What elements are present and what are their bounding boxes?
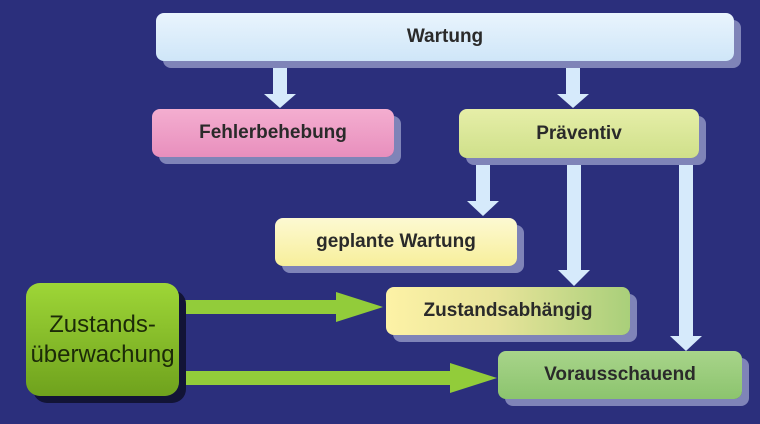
node-geplante-wartung: geplante Wartung [275,218,517,266]
arrow-wartung-to-fehlerbehebung [264,61,296,108]
node-praeventiv: Präventiv [459,109,699,158]
node-praeventiv-label: Präventiv [536,122,622,144]
node-zustandsueberwachung: Zustands- überwachung [26,283,179,396]
arrow-zustandsueberwachung-to-vorausschauend [179,363,497,393]
node-fehlerbehebung: Fehlerbehebung [152,109,394,157]
node-geplante-wartung-label: geplante Wartung [316,231,476,252]
node-zustandsueberwachung-label-line2: überwachung [30,340,175,368]
node-zustandsabhaengig: Zustandsabhängig [386,287,630,335]
arrow-wartung-to-praeventiv [557,61,589,108]
arrow-praeventiv-to-zustandsabhaengig [558,158,590,286]
node-vorausschauend-label: Vorausschauend [544,364,696,385]
node-vorausschauend: Vorausschauend [498,351,742,399]
node-zustandsueberwachung-label-line1: Zustands- [49,310,156,338]
arrow-praeventiv-to-vorausschauend [670,158,702,351]
arrow-praeventiv-to-geplante-wartung [467,158,499,216]
node-fehlerbehebung-label: Fehlerbehebung [199,122,347,143]
node-zustandsabhaengig-label: Zustandsabhängig [423,300,593,321]
arrow-zustandsueberwachung-to-zustandsabhaengig [179,292,383,322]
node-wartung-label: Wartung [406,26,484,47]
node-wartung: Wartung [156,13,734,61]
